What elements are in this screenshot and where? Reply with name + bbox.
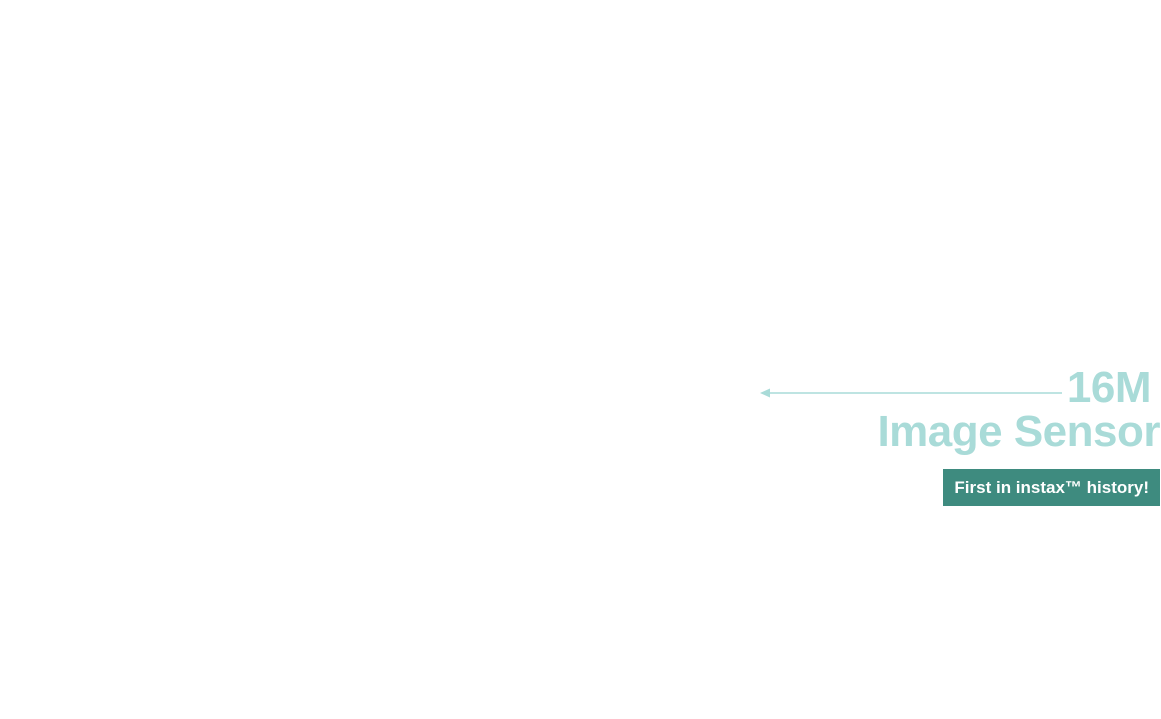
arrow-head: [760, 388, 770, 398]
headline-image-sensor: Image Sensor: [877, 407, 1160, 456]
headline-megapixels: 16M: [1066, 363, 1152, 412]
first-in-history-badge: First in instax™ history!: [943, 469, 1160, 506]
feature-headline: 16M Image Sensor: [877, 366, 1160, 454]
arrow-left-icon: [760, 387, 1064, 399]
